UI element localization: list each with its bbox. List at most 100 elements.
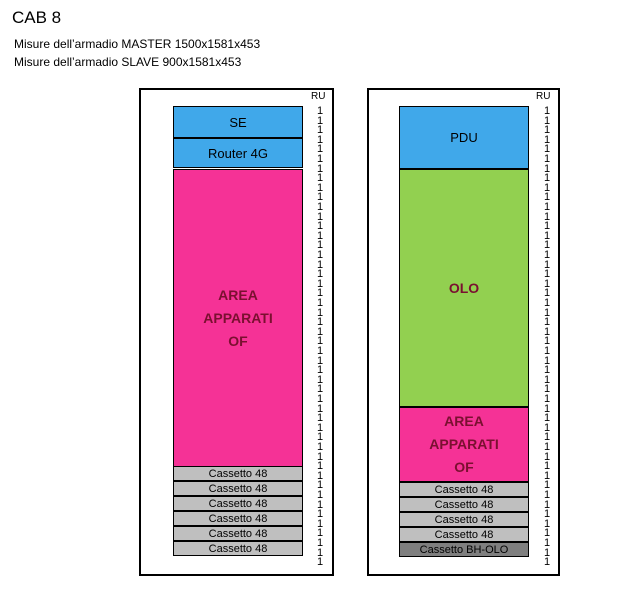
ru-value: 1: [544, 345, 551, 357]
ru-value: 1: [317, 124, 324, 137]
ru-value: 1: [544, 402, 551, 415]
ru-value: 1: [544, 114, 551, 127]
ru-value: 1: [544, 354, 551, 367]
ru-value: 1: [317, 181, 324, 194]
ru-header: RU: [311, 91, 326, 102]
ru-value: 1: [544, 469, 551, 482]
ru-value: 1: [317, 489, 324, 501]
ru-value: 1: [544, 373, 551, 386]
ru-value: 1: [544, 201, 551, 213]
ru-value: 1: [317, 479, 324, 492]
slot-router-4g: Router 4G: [173, 138, 303, 168]
ru-value: 1: [544, 143, 551, 156]
ru-value: 1: [317, 297, 324, 309]
ru-value: 1: [317, 210, 324, 223]
slot-label: Cassetto 48: [208, 482, 268, 495]
ru-value: 1: [544, 460, 551, 473]
ru-value: 1: [317, 239, 324, 252]
ru-value: 1: [544, 181, 551, 194]
ru-value: 1: [317, 431, 324, 444]
ru-value: 1: [544, 517, 551, 530]
slot-cassetto-48: Cassetto 48: [173, 541, 303, 556]
slot-label: Cassetto 48: [434, 498, 494, 511]
slot-cassetto-48: Cassetto 48: [399, 482, 529, 497]
slot-label: Cassetto 48: [208, 467, 268, 480]
slot-se: SE: [173, 106, 303, 138]
ru-value: 1: [544, 546, 551, 559]
slot-label: Cassetto BH-OLO: [419, 543, 509, 556]
ru-value: 1: [544, 297, 551, 309]
ru-value: 1: [544, 335, 551, 348]
ru-value: 1: [544, 249, 551, 261]
ru-value: 1: [544, 191, 551, 204]
ru-value: 1: [544, 172, 551, 185]
ru-value: 1: [544, 489, 551, 501]
ru-value: 1: [317, 316, 324, 329]
ru-value: 1: [317, 546, 324, 559]
slot-cassetto-48: Cassetto 48: [399, 497, 529, 512]
slot-cassetto-48: Cassetto 48: [173, 511, 303, 526]
ru-value: 1: [317, 556, 324, 569]
slot-label: Cassetto 48: [434, 483, 494, 496]
slot-label: Router 4G: [208, 145, 268, 161]
ru-value: 1: [544, 210, 551, 223]
slot-label: Cassetto 48: [434, 513, 494, 526]
slot-area-apparati-of: AREA APPARATI OF: [173, 169, 303, 467]
ru-value: 1: [317, 527, 324, 540]
ru-value: 1: [544, 421, 551, 434]
ru-value: 1: [317, 354, 324, 367]
ru-value: 1: [544, 105, 551, 117]
slot-label: Cassetto 48: [208, 542, 268, 555]
ru-value: 1: [544, 239, 551, 252]
ru-value: 1: [317, 441, 324, 453]
slot-cassetto-48: Cassetto 48: [173, 496, 303, 511]
slave-dimensions: Misure dell’armadio SLAVE 900x1581x453: [14, 55, 242, 69]
ru-value: 1: [317, 469, 324, 482]
page-title: CAB 8: [12, 8, 62, 27]
ru-value: 1: [544, 268, 551, 281]
ru-value: 1: [544, 383, 551, 396]
ru-value: 1: [317, 287, 324, 300]
ru-value: 1: [544, 325, 551, 338]
slot-cassetto-48: Cassetto 48: [399, 527, 529, 542]
ru-value: 1: [317, 201, 324, 213]
ru-value: 1: [544, 220, 551, 233]
ru-value: 1: [544, 153, 551, 165]
master-dimensions: Misure dell’armadio MASTER 1500x1581x453: [14, 37, 261, 51]
ru-value: 1: [544, 258, 551, 271]
slot-label: Cassetto 48: [208, 527, 268, 540]
ru-value: 1: [317, 460, 324, 473]
ru-value: 1: [544, 441, 551, 453]
ru-value: 1: [317, 172, 324, 185]
slot-label: Cassetto 48: [208, 497, 268, 510]
ru-value: 1: [317, 220, 324, 233]
ru-value: 1: [317, 143, 324, 156]
ru-value: 1: [544, 527, 551, 540]
ru-value: 1: [544, 364, 551, 377]
ru-value: 1: [544, 287, 551, 300]
ru-value: 1: [317, 249, 324, 261]
ru-value: 1: [317, 402, 324, 415]
slot-label: PDU: [450, 130, 478, 145]
ru-value: 1: [544, 277, 551, 290]
slot-cassetto-48: Cassetto 48: [173, 481, 303, 496]
ru-value: 1: [544, 124, 551, 137]
master-cabinet: RU SE Router 4G AREA APPARATI OF Cassetto 4…: [139, 88, 334, 576]
ru-value: 1: [544, 498, 551, 511]
ru-value: 1: [317, 114, 324, 127]
ru-value: 1: [544, 412, 551, 425]
ru-value: 1: [544, 162, 551, 175]
slot-label: AREA APPARATI OF: [429, 413, 499, 475]
slot-cassetto-48: Cassetto 48: [399, 512, 529, 527]
ru-value: 1: [317, 364, 324, 377]
ru-value: 1: [544, 316, 551, 329]
ru-value: 1: [317, 537, 324, 549]
ru-value: 1: [317, 373, 324, 386]
slot-label: AREA APPARATI OF: [203, 286, 273, 349]
ru-value: 1: [317, 162, 324, 175]
slot-cassetto-bh-olo: Cassetto BH-OLO: [399, 542, 529, 557]
ru-value: 1: [317, 229, 324, 242]
slot-label: SE: [229, 114, 247, 130]
ru-value: 1: [544, 537, 551, 549]
